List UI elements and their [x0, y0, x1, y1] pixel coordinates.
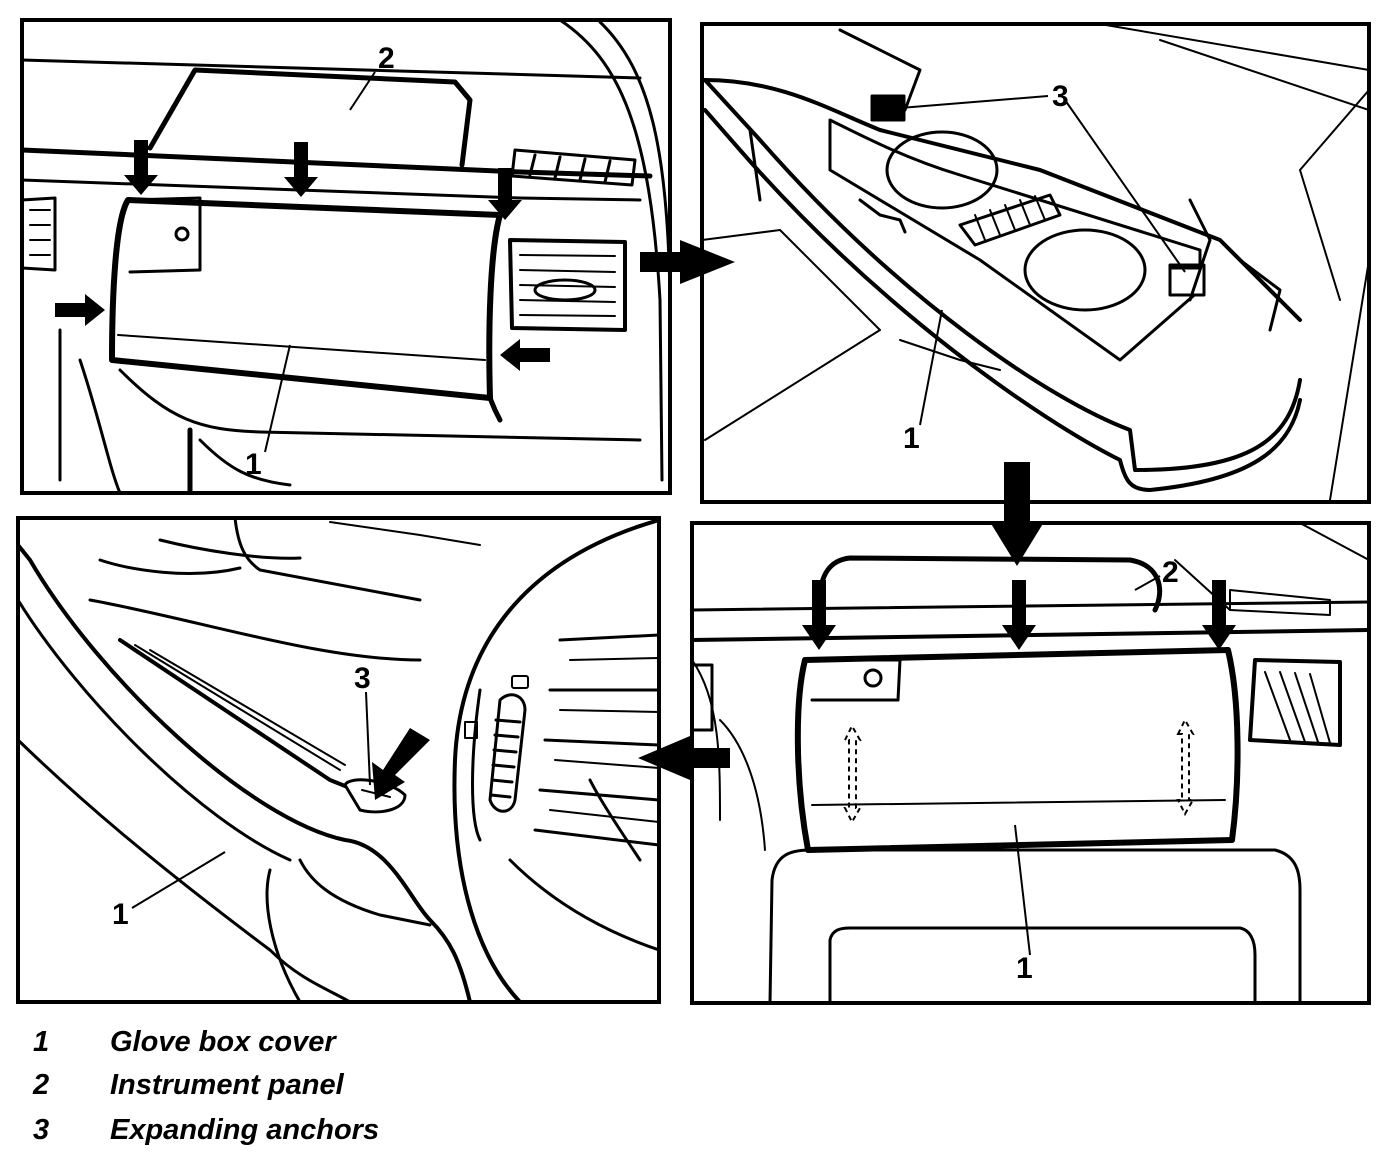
panel-bottom-left: 3 1: [16, 516, 661, 1004]
panel-frame: [690, 521, 1371, 1005]
legend-item: 3 Expanding anchors: [33, 1114, 379, 1146]
transition-arrow-left: [638, 736, 730, 780]
instrument-panel-hood: [817, 555, 1163, 613]
callout-1: 1: [245, 448, 262, 481]
panel-top-left: 2 1: [20, 18, 735, 495]
transition-arrow-right: [640, 240, 735, 284]
legend: 1 Glove box cover 2 Instrument panel 3 E…: [32, 1026, 379, 1146]
panel-frame: [700, 22, 1371, 504]
legend-item: 1 Glove box cover: [33, 1026, 337, 1058]
legend-label: Instrument panel: [110, 1069, 345, 1101]
callout-2: 2: [378, 42, 395, 75]
legend-item: 2 Instrument panel: [32, 1069, 345, 1101]
callout-1: 1: [112, 898, 129, 931]
transition-arrow-down: [990, 462, 1044, 566]
callout-2: 2: [1162, 556, 1179, 589]
panel-top-right: 3 1: [700, 22, 1371, 566]
callout-1: 1: [1016, 952, 1033, 985]
callout-3: 3: [354, 662, 371, 695]
dashboard-top-edge: [22, 58, 642, 80]
legend-label: Glove box cover: [110, 1026, 337, 1058]
instrument-panel-hood: [147, 67, 473, 168]
callout-3: 3: [1052, 80, 1069, 113]
legend-number: 2: [32, 1069, 49, 1101]
legend-number: 1: [33, 1026, 49, 1058]
glove-box-cover: [703, 78, 1302, 472]
glove-box-cover: [18, 543, 472, 1002]
glove-box-cover: [794, 647, 1241, 853]
callout-1: 1: [903, 422, 920, 455]
legend-label: Expanding anchors: [110, 1114, 379, 1146]
push-arrow: [372, 728, 430, 800]
panel-bottom-right: 2 1: [638, 521, 1371, 1005]
panel-frame: [20, 18, 672, 495]
legend-number: 3: [33, 1114, 49, 1146]
glove-box-cover: [109, 197, 503, 401]
